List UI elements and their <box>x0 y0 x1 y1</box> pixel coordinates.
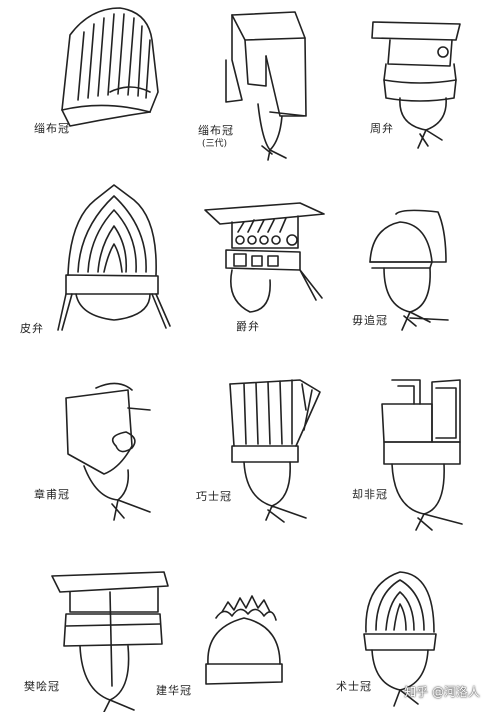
hat-drawing-r3c3 <box>382 380 462 530</box>
caption-r2c2: 爵弁 <box>236 320 260 333</box>
caption-r4c2: 建华冠 <box>156 684 192 697</box>
caption-r1c3: 周弁 <box>370 122 394 135</box>
caption-r4c1: 樊哙冠 <box>24 680 60 693</box>
hat-drawing-r3c2 <box>230 380 320 522</box>
caption-r3c1: 章甫冠 <box>34 488 70 501</box>
caption-r1c2-sub: (三代) <box>202 139 228 149</box>
hat-drawing-r3c1 <box>66 383 150 520</box>
hat-drawing-r4c3 <box>364 572 436 706</box>
hat-drawing-r2c1 <box>58 185 170 330</box>
hat-drawing-r1c1 <box>62 8 158 126</box>
zhihu-watermark: 知乎 @河洛人 <box>404 685 480 699</box>
caption-r4c3: 术士冠 <box>336 680 372 693</box>
caption-r1c1: 缁布冠 <box>34 122 70 135</box>
hat-drawing-r2c3 <box>370 210 448 330</box>
caption-r3c2: 巧士冠 <box>196 490 232 503</box>
caption-r2c3: 毋追冠 <box>352 314 388 327</box>
hat-drawing-r4c1 <box>52 572 168 712</box>
hat-drawing-r1c2 <box>226 12 306 160</box>
caption-r1c2: 缁布冠 <box>198 124 234 137</box>
caption-r3c3: 却非冠 <box>352 488 388 501</box>
caption-r2c1: 皮弁 <box>20 322 44 335</box>
hat-drawing-r2c2 <box>205 203 324 312</box>
hat-drawing-r4c2 <box>206 596 282 684</box>
hat-drawing-r1c3 <box>372 22 460 148</box>
